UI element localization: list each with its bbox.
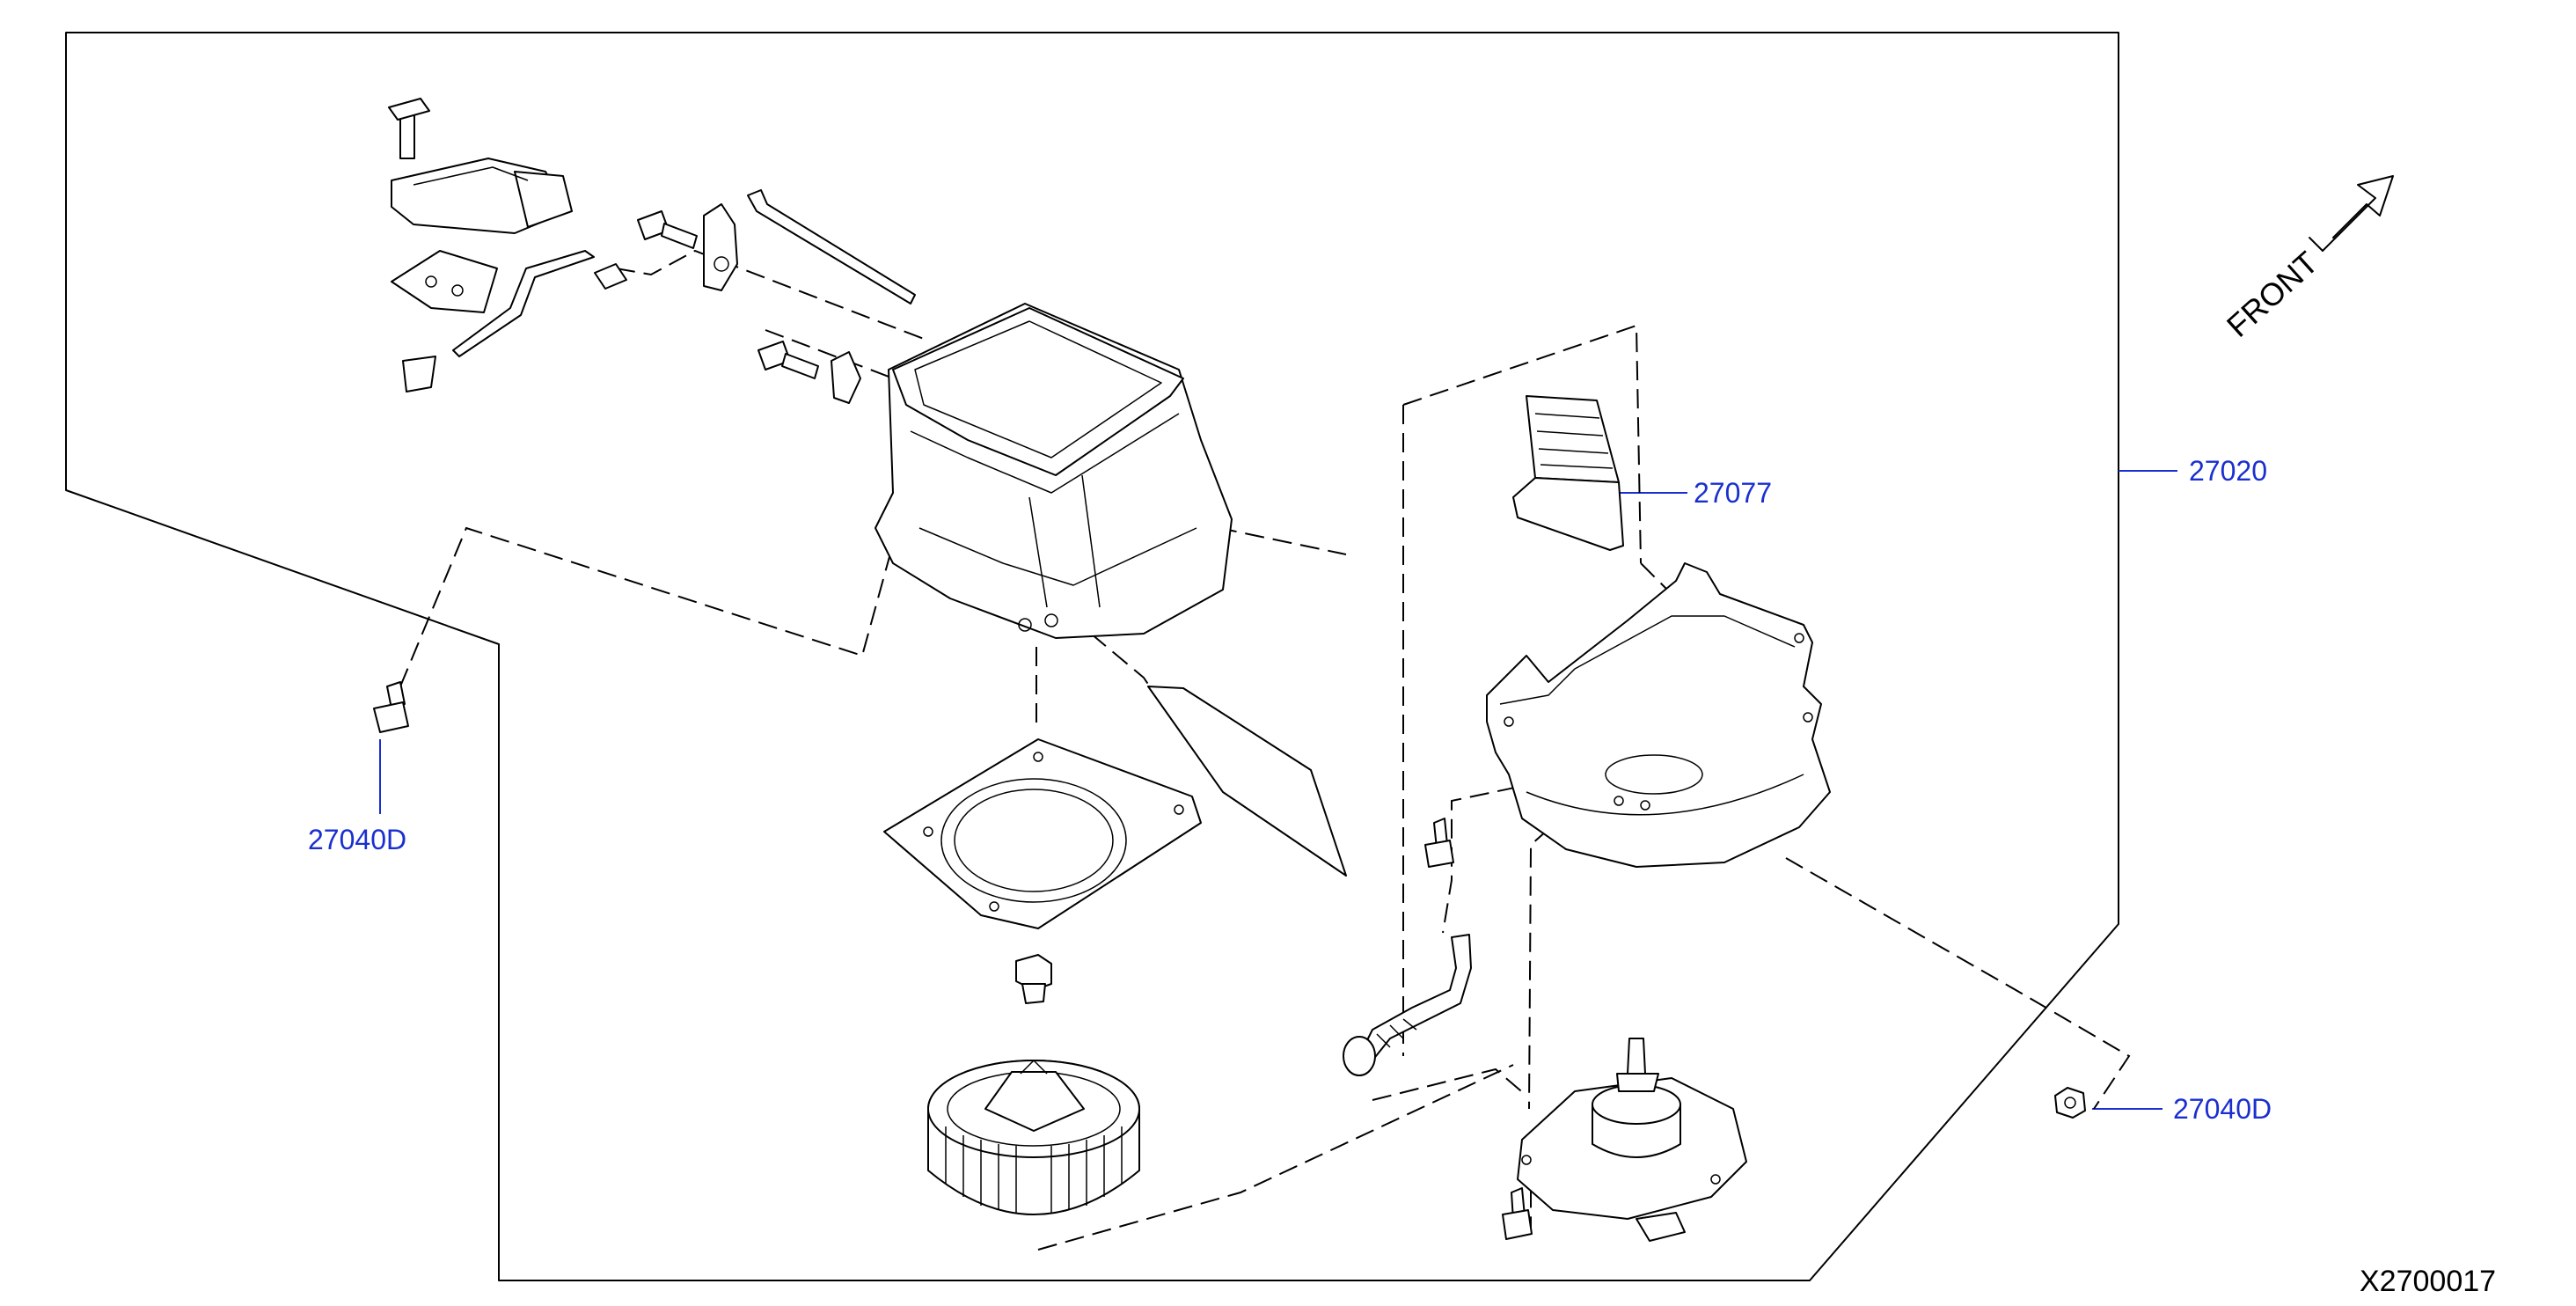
front-arrow-icon xyxy=(2309,175,2394,252)
nut-right xyxy=(2054,1087,2086,1119)
assembly-boundary xyxy=(65,32,2119,1281)
lever-link xyxy=(831,351,861,404)
blower-motor xyxy=(1517,1038,1747,1242)
air-filter xyxy=(1512,395,1624,551)
front-label: FRONT xyxy=(2220,245,2325,344)
bolt-center-1 xyxy=(1424,818,1454,868)
actuator-clip xyxy=(402,356,436,393)
bolt-center-2 xyxy=(1502,1187,1533,1240)
intake-housing xyxy=(875,303,1233,639)
lever-arm xyxy=(703,203,738,291)
fan-nut xyxy=(1015,954,1052,1004)
bolt-upper-1 xyxy=(637,210,698,249)
actuator-rod xyxy=(452,250,595,357)
label-27040d-right: 27040D xyxy=(2173,1093,2272,1125)
label-27040d-left: 27040D xyxy=(308,824,406,855)
bolt-left xyxy=(373,681,409,733)
reference-code: X2700017 xyxy=(2360,1265,2496,1298)
control-rod xyxy=(747,189,916,304)
bolt-upper-2 xyxy=(757,341,819,379)
blower-fan xyxy=(927,1060,1140,1215)
scroll-housing xyxy=(1486,562,1831,868)
mounting-plate xyxy=(883,738,1202,929)
filter-door xyxy=(1147,686,1347,877)
label-27020: 27020 xyxy=(2189,455,2267,487)
link-clip xyxy=(594,263,627,290)
actuator-motor xyxy=(388,98,573,234)
actuator-bracket xyxy=(391,250,498,313)
drain-hose xyxy=(1343,934,1472,1076)
label-27077: 27077 xyxy=(1694,477,1772,509)
